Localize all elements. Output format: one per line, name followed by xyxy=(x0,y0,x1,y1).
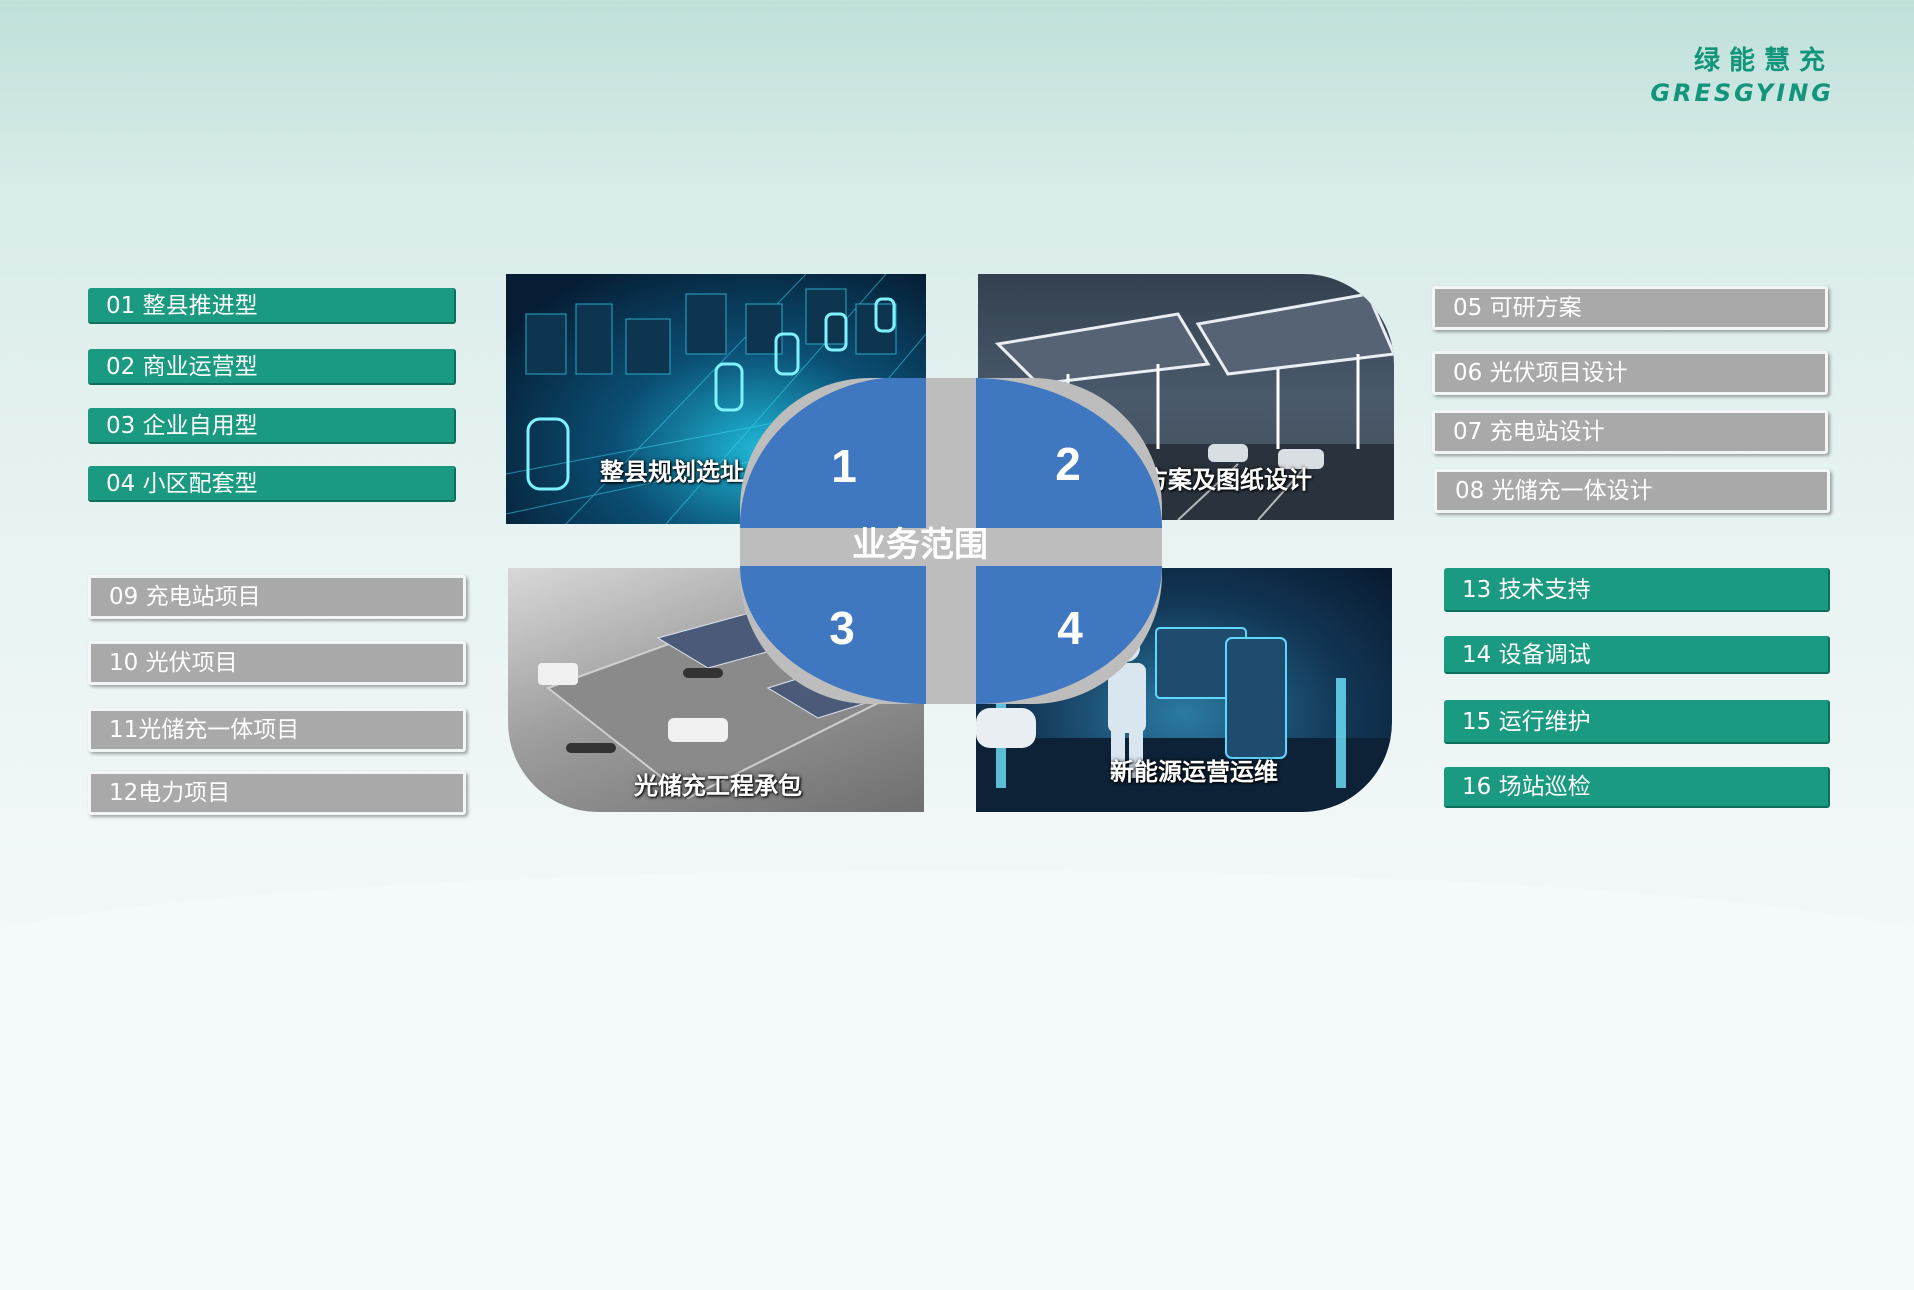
project-type-10: 10 光伏项目 xyxy=(88,641,466,685)
bottom-decorative-band xyxy=(0,870,1914,1290)
business-type-01: 01 整县推进型 xyxy=(88,288,456,324)
quadrant-2-number: 2 xyxy=(1055,438,1081,490)
business-scope-center-graphic: 1 2 3 4 业务范围 xyxy=(740,378,1162,704)
tile-2-label: 方案及图纸设计 xyxy=(1144,466,1312,494)
design-service-07: 07 充电站设计 xyxy=(1432,410,1828,454)
quadrant-1-blue xyxy=(740,378,926,528)
design-service-06: 06 光伏项目设计 xyxy=(1432,351,1828,395)
logo-english-name: GRESGYING xyxy=(1650,79,1834,107)
ops-service-16: 16 场站巡检 xyxy=(1444,767,1830,808)
project-type-09: 09 充电站项目 xyxy=(88,575,466,619)
ops-service-13: 13 技术支持 xyxy=(1444,568,1830,612)
ops-service-15: 15 运行维护 xyxy=(1444,700,1830,744)
logo-chinese-name: 绿能慧充 xyxy=(1693,46,1834,76)
center-title: 业务范围 xyxy=(852,525,988,565)
brand-logo: 绿能慧充 GRESGYING xyxy=(1650,40,1834,107)
project-type-11: 11光储充一体项目 xyxy=(88,708,466,752)
quadrant-1-number: 1 xyxy=(831,440,857,492)
solar-canopy-station-illustration xyxy=(978,292,1394,520)
tile-1-label: 整县规划选址 xyxy=(600,458,744,486)
quadrant-4-number: 4 xyxy=(1057,602,1083,654)
ops-service-14: 14 设备调试 xyxy=(1444,636,1830,674)
design-service-05: 05 可研方案 xyxy=(1432,286,1828,330)
business-type-02: 02 商业运营型 xyxy=(88,349,456,385)
business-type-03: 03 企业自用型 xyxy=(88,408,456,444)
design-drawing-tile: 方案及图纸设计 xyxy=(978,274,1394,520)
quadrant-3-number: 3 xyxy=(829,602,855,654)
business-type-04: 04 小区配套型 xyxy=(88,466,456,502)
tile-3-label: 光储充工程承包 xyxy=(634,772,802,800)
digital-city-illustration xyxy=(506,274,926,524)
quadrant-2-blue xyxy=(976,378,1162,528)
design-service-08: 08 光储充一体设计 xyxy=(1434,469,1830,513)
quadrant-3-blue xyxy=(740,566,926,704)
quadrant-4-blue xyxy=(976,566,1162,704)
tile-4-label: 新能源运营运维 xyxy=(1110,758,1278,786)
project-type-12: 12电力项目 xyxy=(88,771,466,815)
